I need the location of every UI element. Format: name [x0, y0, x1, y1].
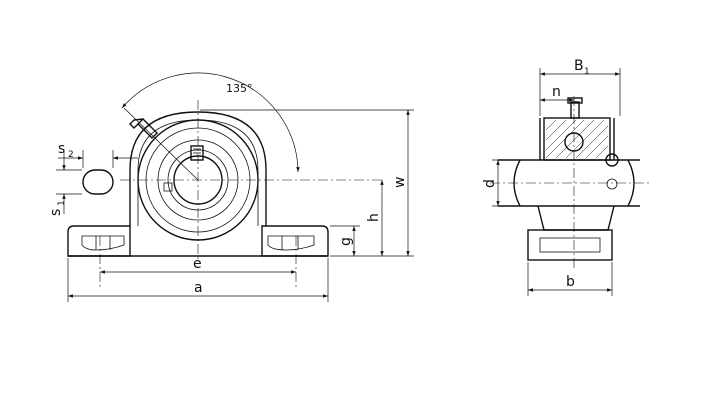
grease-nipple-side-icon	[567, 97, 583, 119]
angle-label: 135°	[226, 82, 253, 95]
e-label: e	[193, 256, 202, 272]
b1-sub: 1	[584, 67, 590, 77]
base-outline-right	[261, 225, 329, 257]
collar-detail	[606, 178, 618, 190]
s1-sub: 1	[57, 200, 67, 206]
n-label: n	[552, 84, 561, 100]
angle-arc	[121, 72, 300, 173]
base-outline	[67, 225, 131, 257]
side-base	[527, 229, 613, 261]
s2-label: s	[58, 141, 65, 157]
housing-side-walls	[539, 118, 615, 160]
front-view: 135° s 2 s 1 e a w h g	[48, 72, 414, 302]
bolt-slot	[82, 169, 114, 195]
a-label: a	[194, 280, 203, 296]
angle-leader	[123, 107, 199, 181]
side-view: B 1 n d b	[482, 58, 650, 296]
s1-label: s	[48, 209, 64, 216]
b1-label: B	[574, 58, 584, 74]
w-label: w	[392, 177, 408, 188]
housing-pedestal	[537, 205, 615, 231]
set-screw-side	[605, 153, 619, 167]
side-base-slot	[539, 237, 601, 253]
d-label: d	[482, 179, 498, 188]
section-hatching	[545, 119, 609, 159]
h-label: h	[366, 213, 382, 222]
lock-pin	[163, 182, 173, 192]
left-foot-pocket	[81, 235, 125, 251]
g-label: g	[338, 237, 354, 246]
right-foot-pocket	[267, 235, 315, 251]
s2-sub: 2	[68, 150, 74, 160]
b-label: b	[566, 274, 575, 290]
